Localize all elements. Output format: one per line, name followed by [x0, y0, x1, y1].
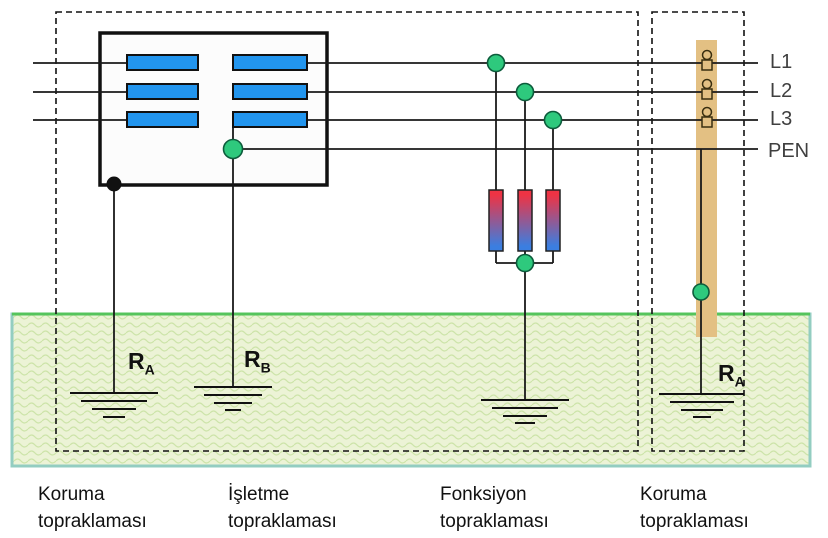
transformer-windings	[126, 54, 308, 128]
caption-4-line-1: Koruma	[640, 484, 707, 505]
earth-symbol-protective-left	[70, 392, 158, 418]
insulator-l1-icon	[701, 59, 713, 71]
earth-symbol-functional	[481, 399, 569, 424]
label-ra-right: RA	[718, 362, 745, 394]
label-rb: RB	[244, 348, 271, 380]
caption-3-line-2: topraklaması	[440, 511, 549, 532]
ra-left-base: R	[128, 348, 145, 374]
connection-nodes	[222, 53, 710, 301]
insulator-l3-icon	[701, 116, 713, 128]
caption-functional-earthing: Fonksiyon topraklaması	[440, 481, 549, 535]
surge-arrester-3	[545, 189, 561, 252]
ra-left-sub: A	[144, 361, 155, 378]
surge-arresters	[488, 189, 561, 252]
surge-arrester-1	[488, 189, 504, 252]
caption-operational-earthing: İşletme topraklaması	[228, 481, 337, 535]
rb-base: R	[244, 346, 261, 372]
chassis-earth-node	[106, 176, 122, 192]
dashed-boundary-main	[55, 11, 639, 452]
surge-arrester-2	[517, 189, 533, 252]
caption-2-line-1: İşletme	[228, 484, 290, 505]
primary-winding-l1	[126, 54, 199, 71]
caption-2-line-2: topraklaması	[228, 511, 337, 532]
ra-right-sub: A	[734, 373, 745, 390]
tap-node-l3	[543, 110, 563, 130]
pole-insulators	[701, 49, 713, 128]
label-l2: L2	[770, 80, 793, 102]
caption-1-line-2: topraklaması	[38, 511, 147, 532]
insulator-l2-cap-icon	[701, 78, 713, 90]
secondary-winding-l2	[232, 83, 308, 100]
earth-symbol-operational	[194, 386, 272, 411]
label-ra-left: RA	[128, 350, 155, 382]
tap-node-l2	[515, 82, 535, 102]
secondary-winding-l1	[232, 54, 308, 71]
label-pen: PEN	[768, 140, 810, 162]
primary-winding-l3	[126, 111, 199, 128]
caption-1-line-1: Koruma	[38, 484, 105, 505]
earth-symbols	[70, 386, 744, 424]
pole-earth-node	[692, 283, 710, 301]
star-point-node	[222, 138, 244, 160]
tap-node-l1	[486, 53, 506, 73]
caption-protective-earthing-left: Koruma topraklaması	[38, 481, 147, 535]
soil-area	[10, 312, 812, 468]
label-l1: L1	[770, 51, 793, 73]
caption-3-line-1: Fonksiyon	[440, 484, 527, 505]
insulator-l2-icon	[701, 88, 713, 100]
insulator-l1-cap-icon	[701, 49, 713, 61]
ra-right-base: R	[718, 360, 735, 386]
caption-4-line-2: topraklaması	[640, 511, 749, 532]
primary-winding-l2	[126, 83, 199, 100]
arrester-earth-node	[515, 253, 535, 273]
label-l3: L3	[770, 108, 793, 130]
earth-symbol-protective-right	[659, 393, 744, 418]
rb-sub: B	[260, 359, 271, 376]
insulator-l3-cap-icon	[701, 106, 713, 118]
dashed-boundary-pole	[651, 11, 745, 452]
secondary-winding-l3	[232, 111, 308, 128]
caption-protective-earthing-right: Koruma topraklaması	[640, 481, 749, 535]
